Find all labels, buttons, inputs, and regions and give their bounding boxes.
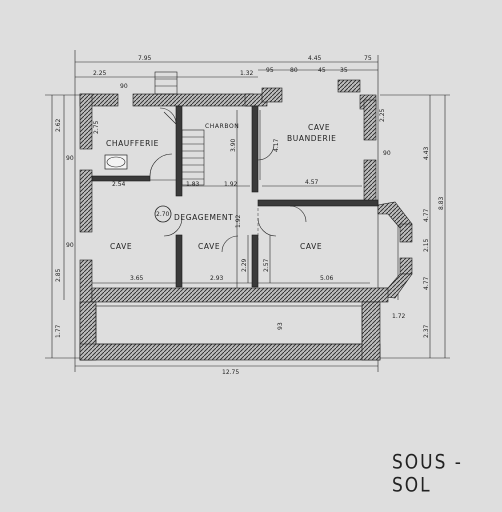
dim-top-95: 95 bbox=[266, 67, 274, 74]
dim-left-177: 1.77 bbox=[55, 324, 62, 338]
dim-bottom-total: 12.75 bbox=[222, 369, 239, 376]
room-chaufferie: CHAUFFERIE bbox=[106, 139, 159, 148]
dim-b-506: 5.06 bbox=[320, 275, 334, 282]
room-cave-left: CAVE bbox=[110, 242, 132, 251]
level-marker-label: 2.70 bbox=[156, 211, 170, 218]
dim-top-45: 45 bbox=[318, 67, 326, 74]
dim-top-90: 90 bbox=[120, 83, 128, 90]
dimension-labels: 7.95 4.45 75 2.25 90 1.32 95 80 45 35 2.… bbox=[55, 55, 445, 376]
dim-right-883: 8.83 bbox=[438, 196, 445, 210]
dim-top-right: 4.45 bbox=[308, 55, 322, 62]
dim-top-total: 7.95 bbox=[138, 55, 152, 62]
dim-h-192: 1.92 bbox=[224, 181, 238, 188]
dim-v-390: 3.90 bbox=[230, 138, 237, 152]
dim-top-35: 35 bbox=[340, 67, 348, 74]
dim-b-365: 3.65 bbox=[130, 275, 144, 282]
dim-small-93: 93 bbox=[277, 322, 284, 330]
dim-right-443: 4.43 bbox=[423, 146, 430, 160]
walls bbox=[79, 79, 413, 361]
sheet-title: SOUS - SOL bbox=[392, 451, 463, 497]
staircase bbox=[154, 71, 205, 186]
room-charbon: CHARBON bbox=[205, 123, 239, 130]
dim-left-285: 2.85 bbox=[55, 268, 62, 282]
dim-v-229: 2.29 bbox=[241, 258, 248, 272]
dim-b-293: 2.93 bbox=[210, 275, 224, 282]
dim-right-225: 2.25 bbox=[379, 108, 386, 122]
dim-v-192b: 1.92 bbox=[235, 214, 242, 228]
dim-h-254: 2.54 bbox=[112, 181, 126, 188]
room-degagement: DEGAGEMENT bbox=[174, 213, 233, 222]
dim-top-132: 1.32 bbox=[240, 70, 254, 77]
dim-left-262: 2.62 bbox=[55, 118, 62, 132]
dim-right-215: 2.15 bbox=[423, 238, 430, 252]
dim-h-183: 1.83 bbox=[186, 181, 200, 188]
dim-h-457: 4.57 bbox=[305, 179, 319, 186]
dim-top-80: 80 bbox=[290, 67, 298, 74]
level-marker bbox=[154, 205, 172, 223]
dim-v-417: 4.17 bbox=[273, 138, 280, 152]
dim-left-90a: 90 bbox=[66, 155, 74, 162]
room-cave-right: CAVE bbox=[300, 242, 322, 251]
dim-v-257: 2.57 bbox=[263, 258, 270, 272]
room-cave-buanderie-line1: CAVE bbox=[308, 123, 330, 132]
dim-right-477b: 4.77 bbox=[423, 276, 430, 290]
room-cave-middle: CAVE bbox=[198, 242, 220, 251]
dim-top-75: 75 bbox=[364, 55, 372, 62]
dim-right-477a: 4.77 bbox=[423, 208, 430, 222]
dim-right-237: 2.37 bbox=[423, 324, 430, 338]
dim-small-172: 1.72 bbox=[392, 313, 406, 320]
dim-left-275: 2.75 bbox=[93, 120, 100, 134]
dim-right-90: 90 bbox=[383, 150, 391, 157]
room-cave-buanderie-line2: BUANDERIE bbox=[287, 134, 336, 143]
dim-left-90b: 90 bbox=[66, 242, 74, 249]
dim-top-225: 2.25 bbox=[93, 70, 107, 77]
boiler-symbol bbox=[104, 154, 128, 170]
